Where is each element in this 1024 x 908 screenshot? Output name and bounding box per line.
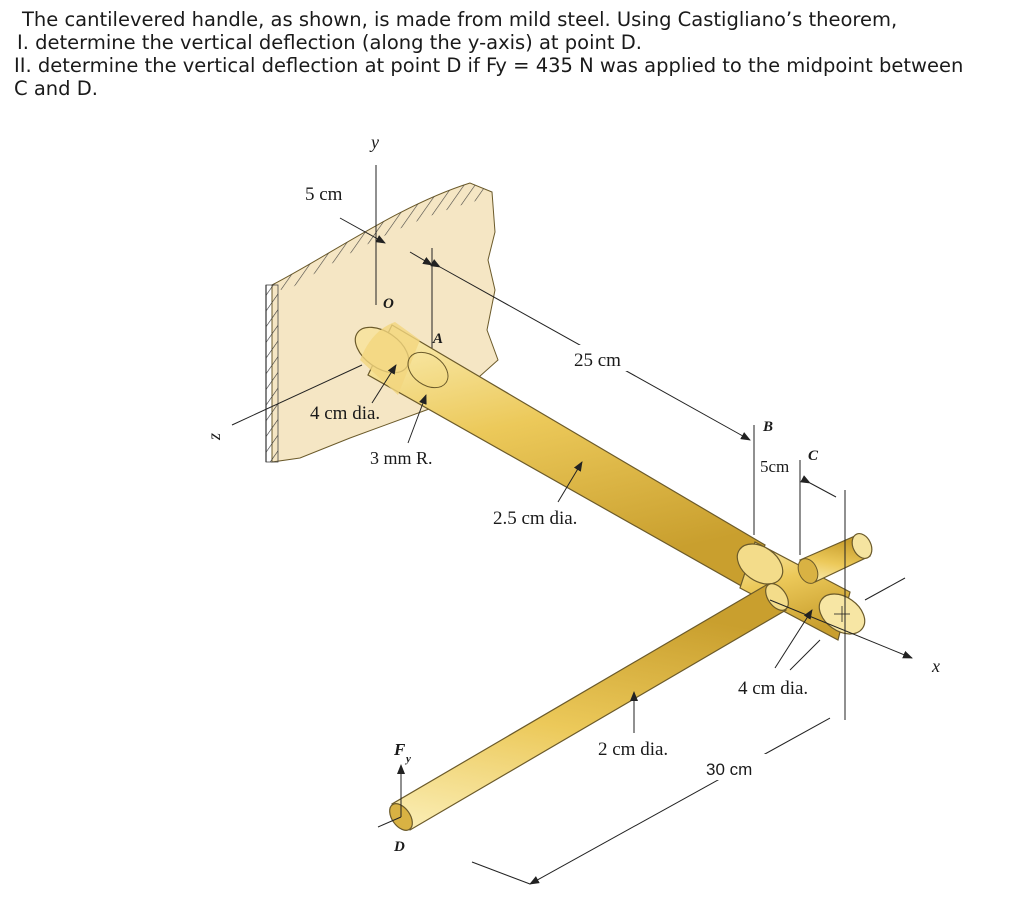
dimension-4cm-dia-right: 4 cm dia. bbox=[738, 609, 821, 699]
dimension-3mm-radius: 3 mm R. bbox=[370, 394, 433, 468]
dimension-2-5cm-dia: 2.5 cm dia. bbox=[493, 461, 583, 529]
y-axis-label: y bbox=[369, 132, 379, 152]
dimension-4cm-dia-left: 4 cm dia. bbox=[310, 364, 397, 424]
dim-5cm-label: 5 cm bbox=[305, 184, 343, 205]
force-sub-label: y bbox=[404, 753, 411, 765]
dimension-5cm-bc: B C 5cm bbox=[753, 419, 846, 720]
dim-5cm-bc-label: 5cm bbox=[760, 457, 789, 476]
crossbar bbox=[736, 533, 873, 641]
problem-line-2: I. determine the vertical deflection (al… bbox=[17, 31, 642, 54]
point-c-label: C bbox=[808, 448, 819, 464]
x-axis: x bbox=[769, 577, 940, 676]
point-o-label: O bbox=[383, 296, 394, 312]
handle-rod bbox=[389, 583, 789, 831]
dim-2cm-dia-label: 2 cm dia. bbox=[598, 739, 668, 760]
dim-4cm-dia-right-label: 4 cm dia. bbox=[738, 678, 808, 699]
dimension-30cm: 30 cm bbox=[471, 717, 831, 885]
dim-4cm-dia-left-label: 4 cm dia. bbox=[310, 403, 380, 424]
problem-line-1: The cantilevered handle, as shown, is ma… bbox=[22, 8, 898, 31]
problem-line-4: C and D. bbox=[14, 77, 98, 100]
dim-25cm-label: 25 cm bbox=[574, 350, 621, 371]
force-fy: F y D bbox=[377, 740, 411, 855]
dimension-2cm-dia: 2 cm dia. bbox=[598, 691, 668, 760]
dim-2-5cm-dia-label: 2.5 cm dia. bbox=[493, 508, 577, 529]
problem-line-3: II. determine the vertical deflection at… bbox=[14, 54, 964, 77]
problem-statement: The cantilevered handle, as shown, is ma… bbox=[14, 8, 1014, 100]
force-f-label: F bbox=[393, 740, 406, 759]
point-a-label: A bbox=[432, 331, 443, 347]
dim-3mm-r-label: 3 mm R. bbox=[370, 448, 433, 468]
dim-30cm-label: 30 cm bbox=[706, 760, 752, 779]
point-b-label: B bbox=[762, 419, 773, 435]
point-d-label: D bbox=[393, 839, 405, 855]
y-axis: y bbox=[369, 132, 379, 300]
z-axis-label: z bbox=[204, 433, 224, 441]
x-axis-label: x bbox=[931, 656, 940, 676]
dimension-25cm: 25 cm bbox=[430, 259, 751, 441]
z-axis: z bbox=[204, 364, 363, 441]
main-shaft bbox=[354, 322, 766, 589]
